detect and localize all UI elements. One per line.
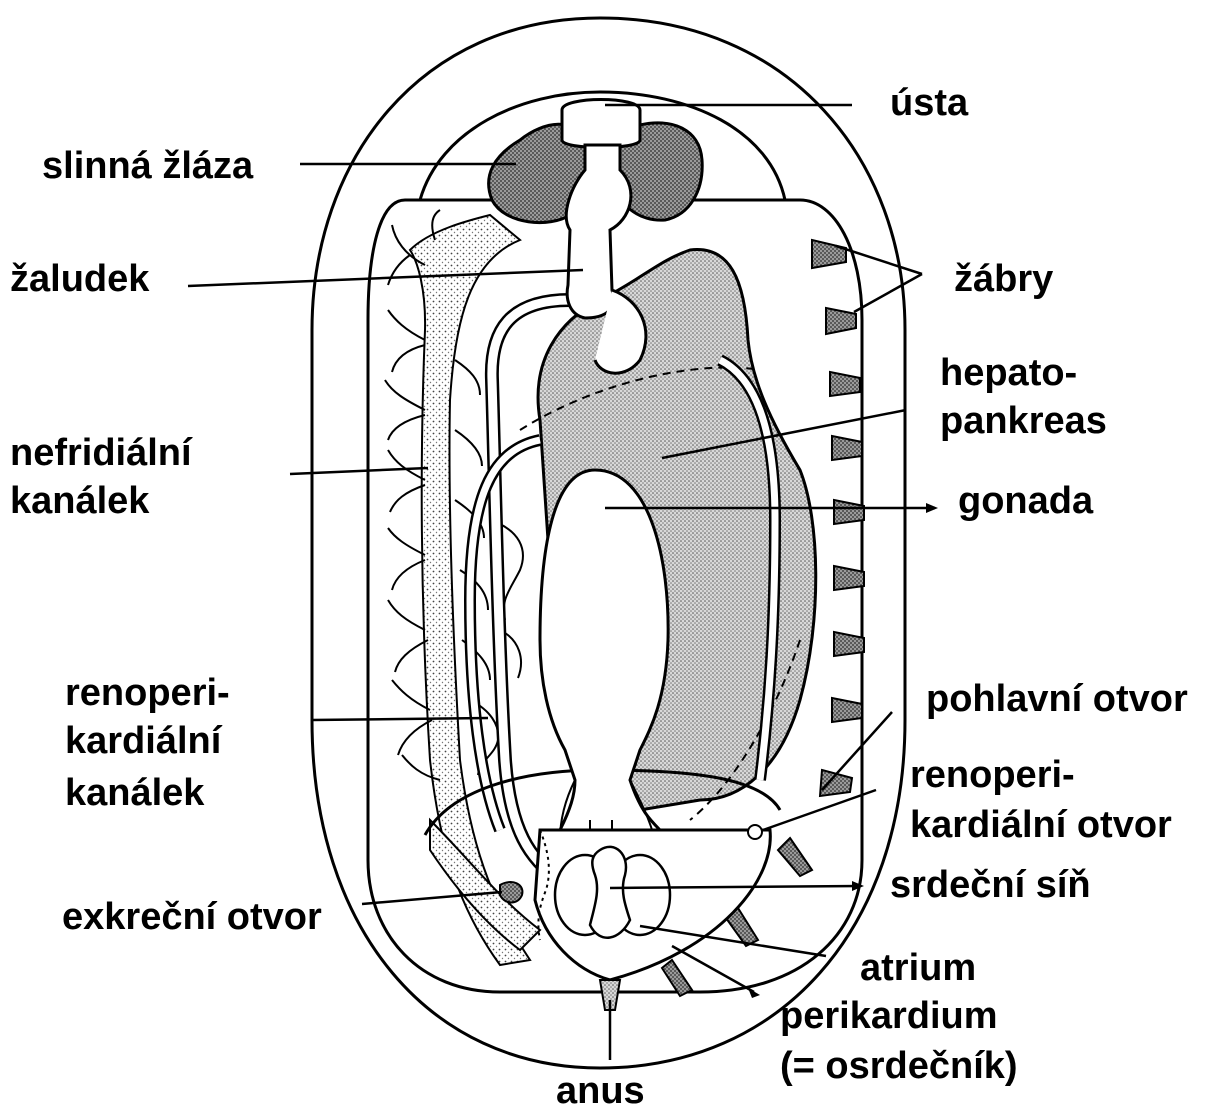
label-renopericardial-pore-line1: renoperi- [910, 752, 1075, 798]
label-excretory-pore: exkreční otvor [62, 894, 322, 940]
label-renopericardial-pore-line2: kardiální otvor [910, 802, 1172, 848]
excretory-pore [500, 882, 522, 903]
mouth [562, 100, 640, 148]
label-pericardium-line1: perikardium [780, 993, 998, 1039]
label-renopericardial-canal-line3: kanálek [65, 770, 204, 816]
label-nephridial-line1: nefridiální [10, 430, 192, 476]
label-renopericardial-canal-line1: renoperi- [65, 670, 230, 716]
label-genital-pore: pohlavní otvor [926, 676, 1188, 722]
label-gills: žábry [954, 256, 1053, 302]
label-anus: anus [556, 1068, 645, 1114]
label-mouth: ústa [890, 80, 968, 126]
label-stomach: žaludek [10, 256, 149, 302]
label-heart-atrium: srdeční síň [890, 862, 1091, 908]
label-hepatopancreas-line1: hepato- [940, 350, 1077, 396]
ventricle [590, 847, 630, 938]
label-hepatopancreas-line2: pankreas [940, 398, 1107, 444]
renopericardial-pore [748, 825, 762, 839]
label-atrium: atrium [860, 945, 976, 991]
label-nephridial-line2: kanálek [10, 478, 149, 524]
label-renopericardial-canal-line2: kardiální [65, 718, 221, 764]
label-pericardium-line2: (= osrdečník) [780, 1043, 1018, 1089]
label-gonad: gonada [958, 478, 1093, 524]
label-salivary-gland: slinná žláza [42, 143, 253, 189]
